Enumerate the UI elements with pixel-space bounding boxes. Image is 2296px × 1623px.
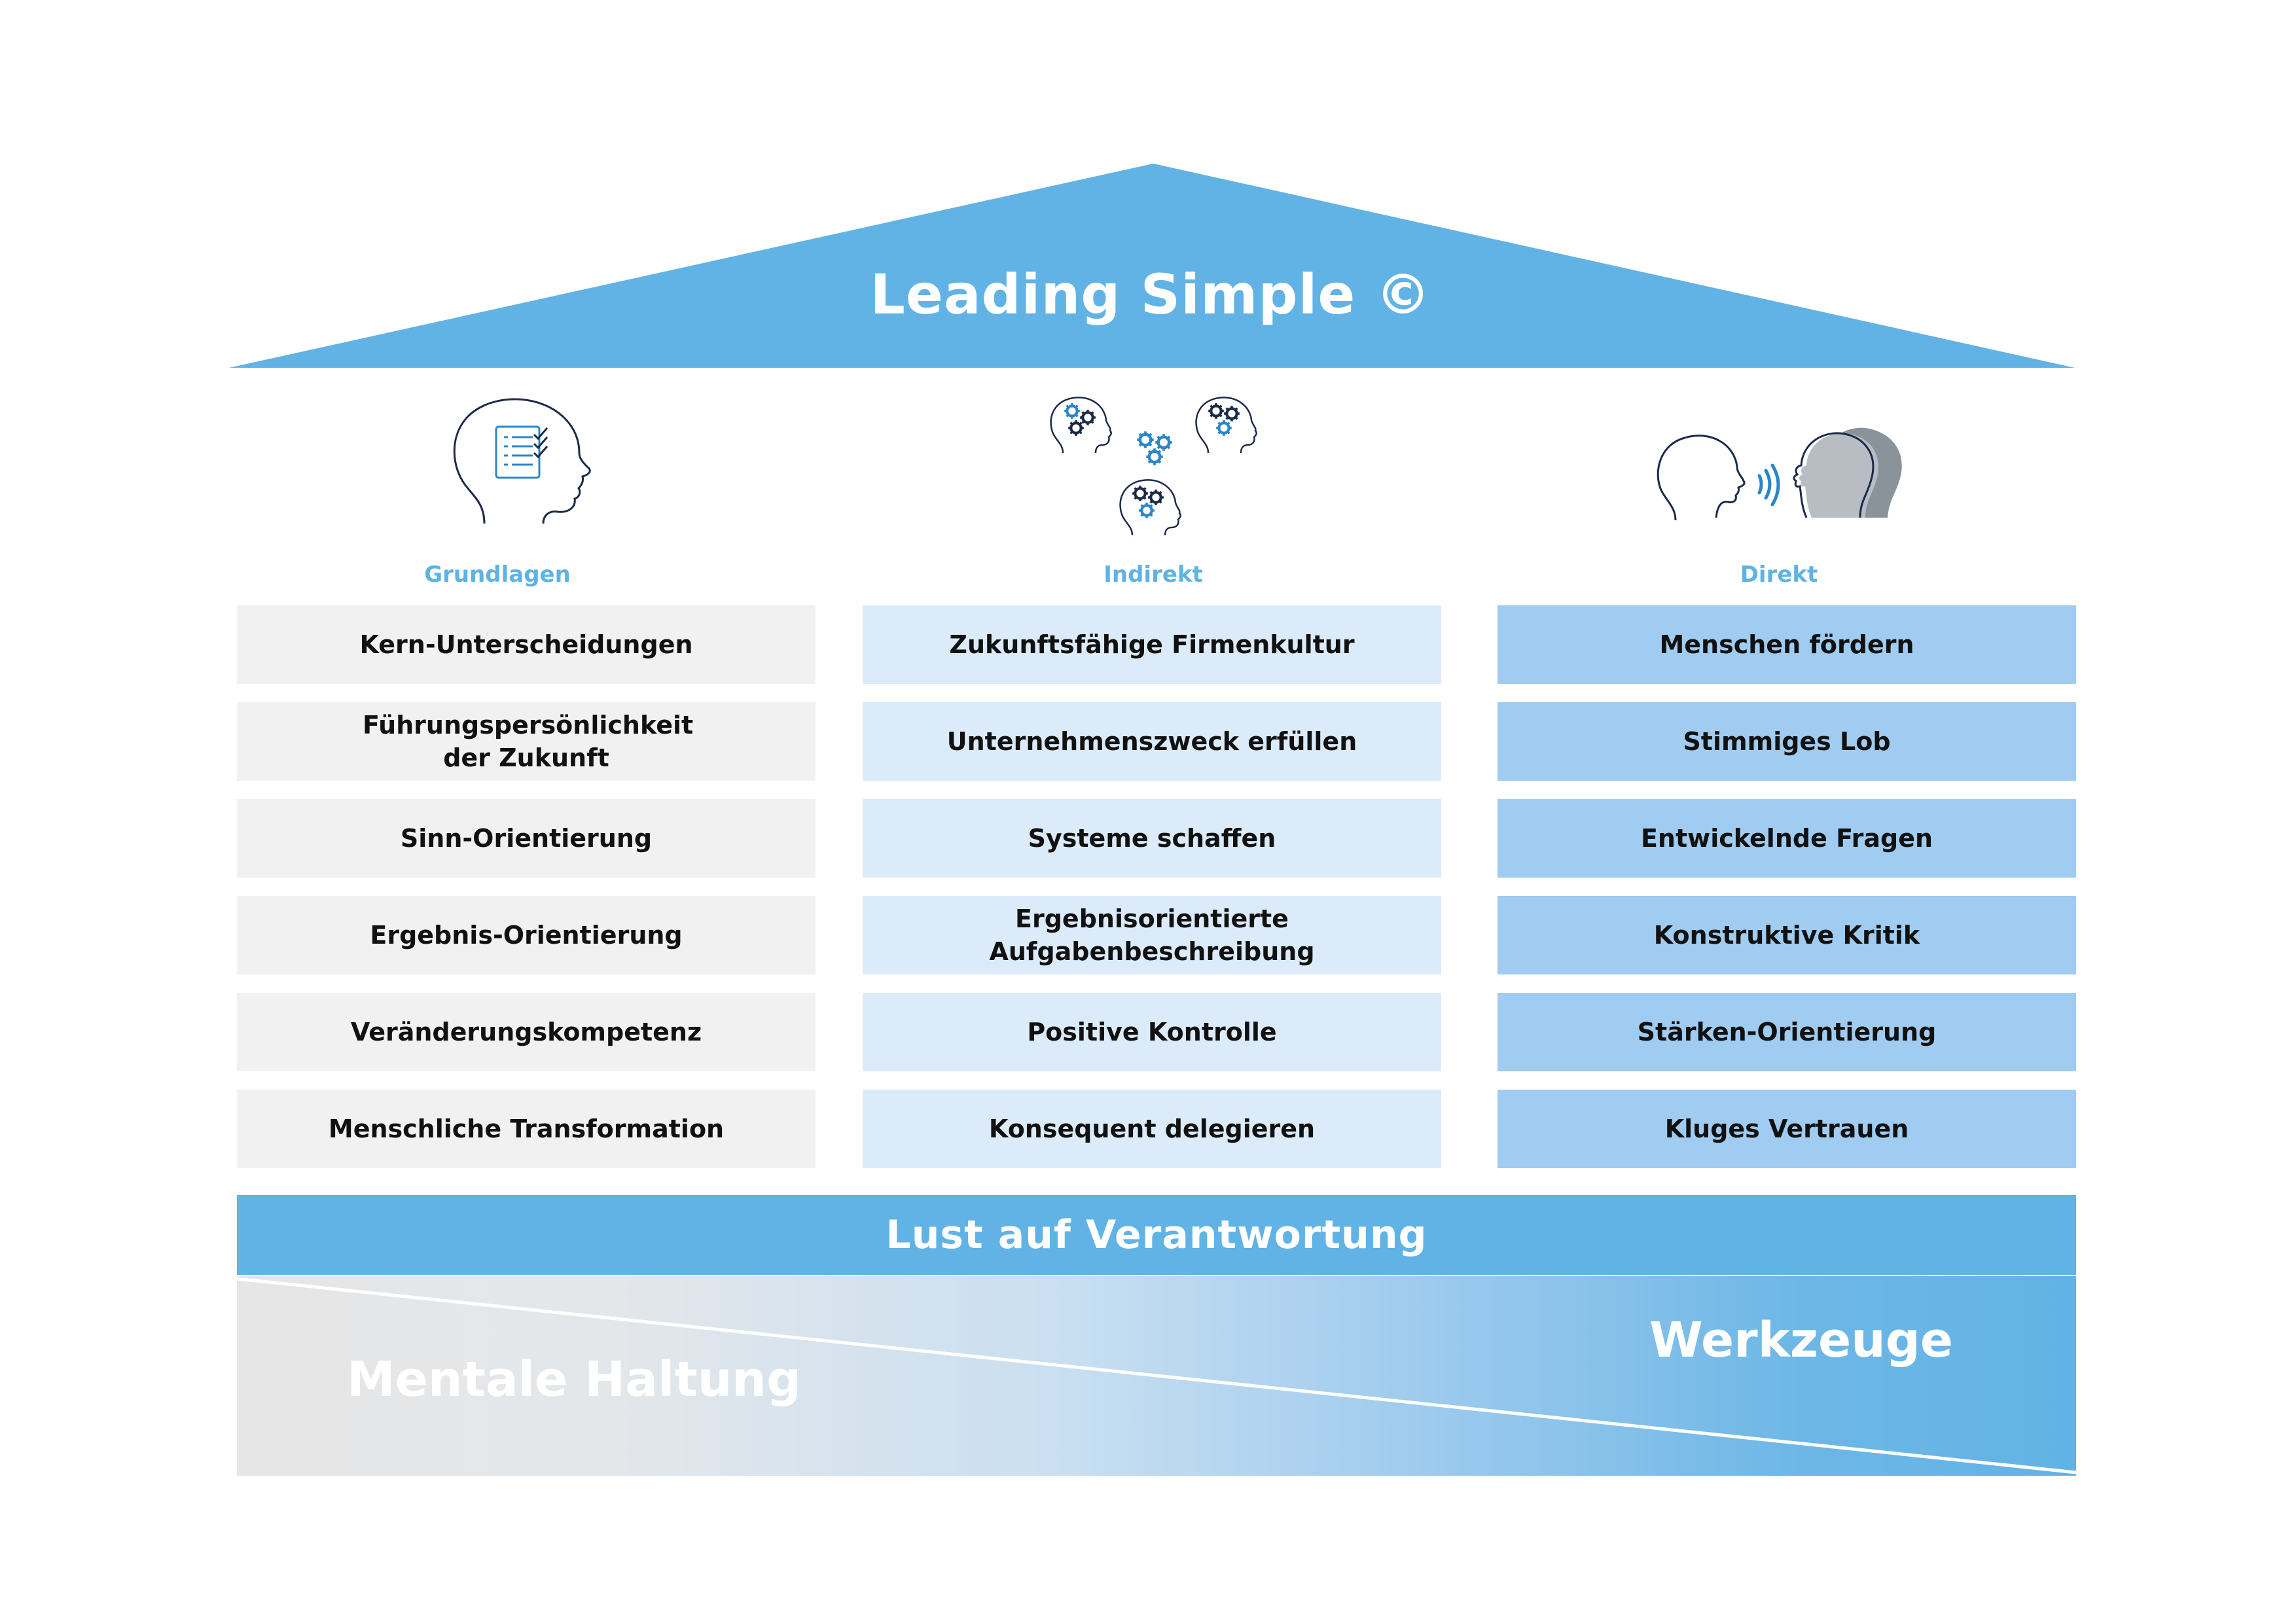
heading-grundlagen: Grundlagen [424,562,571,588]
foundation-base [237,1276,2076,1476]
indirekt-item: Unternehmenszweck erfüllen [863,702,1441,781]
grundlagen-item: Führungspersönlichkeit der Zukunft [237,702,816,781]
column-indirekt: Zukunftsfähige Firmenkultur Unternehmens… [863,605,1441,1186]
grundlagen-item: Menschliche Transformation [237,1090,816,1168]
indirekt-item: Zukunftsfähige Firmenkultur [863,605,1441,684]
grundlagen-item: Ergebnis-Orientierung [237,896,816,974]
page-title: Leading Simple © [870,262,1431,327]
heading-indirekt: Indirekt [1103,562,1203,588]
foundation-band: Lust auf Verantwortung [237,1195,2076,1275]
direkt-item: Stimmiges Lob [1498,702,2076,781]
label-werkzeuge: Werkzeuge [1649,1312,1953,1368]
heading-direkt: Direkt [1740,562,1818,588]
roof-shape [229,164,2075,368]
column-grundlagen: Kern-Unterscheidungen Führungspersönlich… [237,605,816,1186]
heads-with-gears-icon [1050,397,1257,537]
column-direkt: Menschen fördern Stimmiges Lob Entwickel… [1498,605,2076,1186]
indirekt-item: Systeme schaffen [863,799,1441,878]
indirekt-item: Konsequent delegieren [863,1090,1441,1168]
grundlagen-item-label: Führungspersönlichkeit der Zukunft [363,711,694,772]
grundlagen-item: Sinn-Orientierung [237,799,816,878]
label-mentale-haltung: Mentale Haltung [347,1351,802,1408]
direkt-item: Entwickelnde Fragen [1498,799,2076,878]
speaking-heads-icon [1657,427,1902,521]
direkt-item: Stärken-Orientierung [1498,993,2076,1071]
direkt-item: Konstruktive Kritik [1498,896,2076,974]
indirekt-item-label: Ergebnisorientierte Aufgabenbeschreibung [989,904,1315,966]
foundation-diagonal [237,1277,2076,1474]
grundlagen-item: Kern-Unterscheidungen [237,605,816,684]
roof [229,164,2075,368]
indirekt-item: Positive Kontrolle [863,993,1441,1071]
direkt-item: Kluges Vertrauen [1498,1090,2076,1168]
direkt-item: Menschen fördern [1498,605,2076,684]
indirekt-item: Ergebnisorientierte Aufgabenbeschreibung [863,896,1441,974]
grundlagen-item: Veränderungskompetenz [237,993,816,1071]
head-with-checklist-icon [453,398,591,524]
